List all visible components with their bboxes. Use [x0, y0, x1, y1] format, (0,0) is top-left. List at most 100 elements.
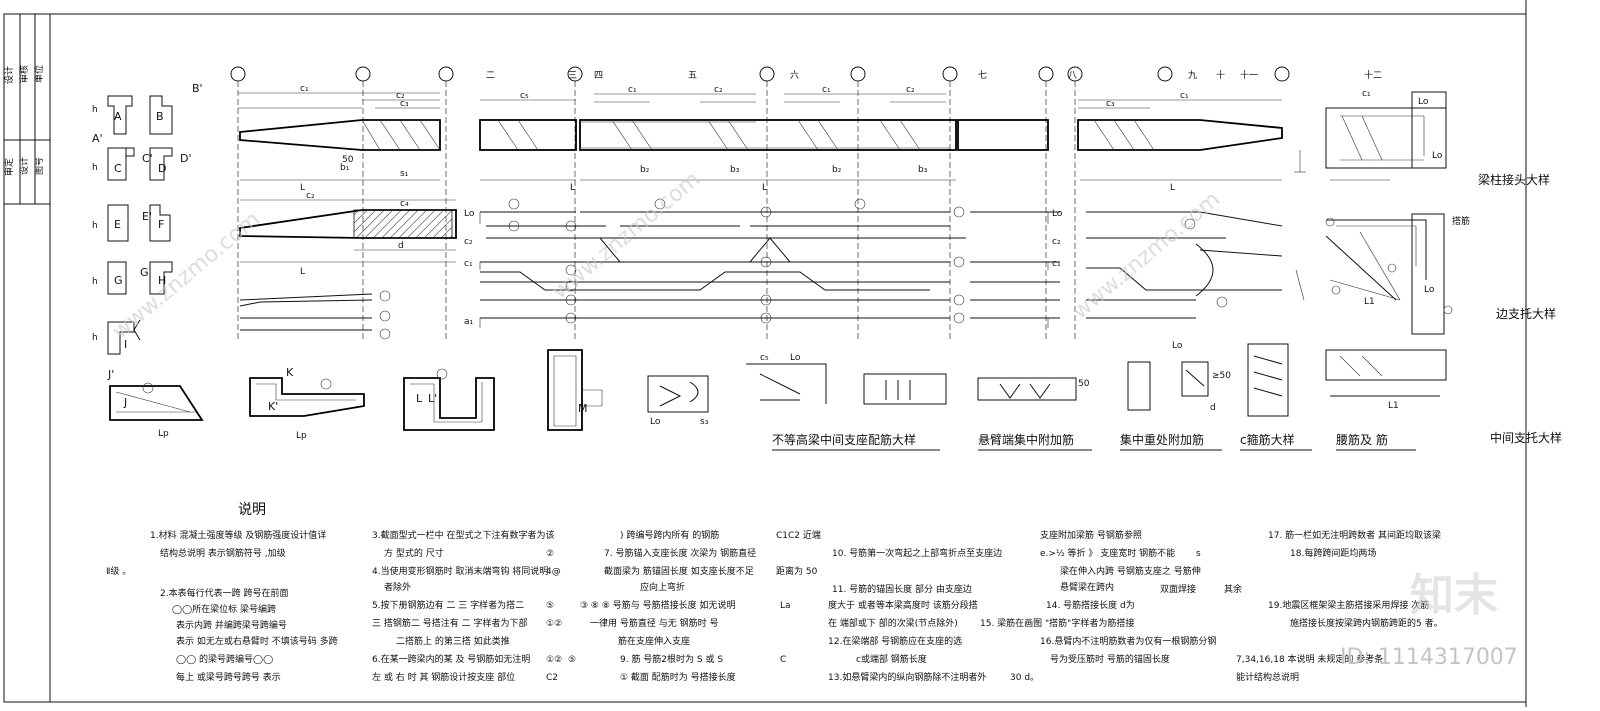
note-line: c或端部 钢筋长度	[856, 653, 927, 665]
section-letter: B'	[192, 82, 203, 95]
dim-label: L	[1170, 183, 1175, 193]
note-line: 左 或 右 时 其 钢筋设计按支座 部位	[372, 671, 515, 683]
note-line: ◯◯ 的梁号跨编号◯◯	[176, 653, 273, 665]
section-letter: J'	[107, 368, 114, 381]
note-line: 号为受压筋时 号筋的锚固长度	[1050, 653, 1170, 665]
dim-label: s₁	[400, 169, 409, 179]
note-line: 14. 号筋搭接长度 d为	[1046, 599, 1135, 611]
dim-label: c₄	[400, 199, 409, 209]
dim-label: Lo	[1432, 151, 1443, 161]
section-letter: D	[158, 162, 166, 175]
section-letter: L	[416, 392, 423, 405]
caption: 集中重处附加筋	[1120, 432, 1204, 447]
svg-text:a₁: a₁	[464, 317, 474, 327]
section-letter: J	[123, 396, 127, 409]
note-line: 7,34,16,18 本说明 未规定的 参考条	[1236, 653, 1383, 665]
title-cell: 设计	[18, 157, 30, 175]
axis-label: 八	[1068, 71, 1077, 81]
section-letter: L'	[428, 392, 437, 405]
notes-col-1: 1.材料 混凝土强度等级 及钢筋强度设计值详 结构总说明 表示钢筋符号 ,加级 …	[106, 529, 338, 683]
note-line: ) 跨编号跨内所有 的钢筋	[620, 529, 719, 541]
svg-text:h: h	[92, 163, 98, 173]
note-line: 9. 筋 号筋2根时为 S 或 S	[620, 653, 723, 665]
svg-text:c₂: c₂	[464, 237, 473, 247]
right-side-labels: 梁柱接头大样 边支托大样 中间支托大样	[1478, 172, 1562, 445]
dim-label: c₁	[822, 85, 831, 95]
section-letter: G'	[140, 266, 152, 279]
section-letter: E	[114, 218, 121, 231]
axis-label: 三	[568, 71, 577, 81]
section-letter: D'	[180, 152, 192, 165]
note-line: 支座附加梁筋 号钢筋参照	[1040, 529, 1142, 541]
notes-markers: ② 4@ ①② ⑤ ⑤ ①② C1C2 近端 C C2 La s 双面焊接 其余	[546, 529, 1242, 683]
note-marker: s	[1196, 549, 1201, 559]
notes-col-4: 10. 号筋第一次弯起之上部弯折点至支座边 距离为 50 11. 号筋的锚固长度…	[776, 547, 1002, 683]
detail-row-3: J J' Lp K K' Lp L L' M Lo s₃ c₅ Lo 50 ≥5…	[107, 343, 1447, 441]
side-support-detail: 搭筋 Lo L1	[1325, 213, 1470, 335]
dim-label: c₅	[520, 91, 529, 101]
dim-label: c₁	[1362, 89, 1371, 99]
dim-label: d	[398, 241, 404, 251]
note-marker: ⑤	[546, 601, 554, 611]
section-letter: E'	[142, 210, 152, 223]
svg-text:c₂: c₂	[1052, 237, 1061, 247]
side-label: 中间支托大样	[1490, 430, 1562, 445]
note-line: 表示 如无左或右悬臂时 不填该号码 多跨	[176, 635, 338, 647]
note-line: 3.截面型式一栏中 在型式之下注有数字者为该	[372, 529, 554, 541]
note-marker: 4@	[546, 567, 561, 577]
note-line: 19.地震区框架梁主筋搭接采用焊接 次筋	[1268, 599, 1429, 611]
note-line: ◯◯所在梁位标 梁号编跨	[172, 603, 276, 615]
notes-col-6: 17. 筋一栏如无注明跨数者 其间距均取该梁 18.每跨跨间距均两场 19.地震…	[1236, 529, 1443, 683]
svg-text:Lo: Lo	[464, 209, 475, 219]
dim-label: Lo	[790, 353, 801, 363]
section-letter: A	[114, 110, 122, 123]
note-line: 结构总说明 表示钢筋符号 ,加级	[160, 547, 286, 559]
section-letter: K	[286, 366, 294, 379]
section-letter: F	[158, 218, 164, 231]
axis-label: 七	[978, 70, 987, 81]
section-shapes: A B B' A' C C' D' D E E' F G G' H I h h …	[92, 82, 203, 355]
side-label: 边支托大样	[1496, 306, 1556, 321]
dim-label: L	[570, 183, 575, 193]
caption: 不等高梁中间支座配筋大样	[772, 432, 916, 447]
dim-label: Lp	[158, 429, 169, 439]
note-line: 距离为 50	[776, 565, 818, 577]
dim-label: s₃	[700, 417, 709, 427]
note-line: 梁在伸入内跨 号钢筋支座之 号筋伸	[1060, 565, 1201, 577]
note-line: 能计结构总说明	[1236, 671, 1299, 683]
note-line: 一律用 号筋直径 与无 钢筋时 号	[590, 617, 718, 629]
dim-label: b₃	[918, 165, 928, 175]
note-line: e.>½ 等折 》 支座宽时 钢筋不能	[1040, 547, 1175, 559]
note-marker: C2	[546, 673, 558, 683]
svg-text:L1: L1	[1364, 297, 1375, 307]
notes-heading: 说明	[238, 502, 266, 518]
note-line: 施搭接长度按梁跨内钢筋跨距的5 者。	[1290, 617, 1443, 629]
caption: 腰筋及 筋	[1336, 432, 1388, 447]
note-line: Ⅱ级 。	[106, 565, 131, 577]
note-marker: ①②	[546, 619, 562, 629]
note-line: 悬臂梁在跨内	[1060, 581, 1114, 593]
title-cell: 单位	[33, 65, 45, 83]
axis-label: 五	[688, 71, 697, 81]
dim-label: c₅	[760, 353, 769, 363]
note-marker: C1C2 近端	[776, 529, 821, 541]
axis-label: 十二	[1364, 69, 1382, 81]
watermark-url: www.znzmo.com	[108, 207, 265, 345]
note-line: 12.在梁端部 号钢筋应在支座的选	[828, 635, 962, 647]
note-line: 应向上弯折	[640, 581, 685, 593]
side-label: 梁柱接头大样	[1478, 172, 1550, 187]
title-cell: 设计	[3, 66, 15, 84]
svg-text:c₁: c₁	[464, 259, 473, 269]
dim-label: Lp	[296, 431, 307, 441]
axis-label: 二	[486, 71, 495, 81]
section-letter: K'	[268, 400, 278, 413]
dim-label: Lo	[1424, 285, 1435, 295]
note-line: 筋在支座伸入支座	[618, 635, 690, 647]
svg-text:L1: L1	[1388, 401, 1399, 411]
dim-label: c₂	[306, 191, 315, 201]
dim-label: Lo	[1418, 97, 1429, 107]
note-line: 截面梁为 筋锚固长度 如支座长度不足	[604, 565, 754, 577]
axis-label: 四	[594, 71, 603, 81]
notes-col-3: ) 跨编号跨内所有 的钢筋 7. 号筋锚入支座长度 次梁为 钢筋直径 截面梁为 …	[580, 529, 756, 683]
